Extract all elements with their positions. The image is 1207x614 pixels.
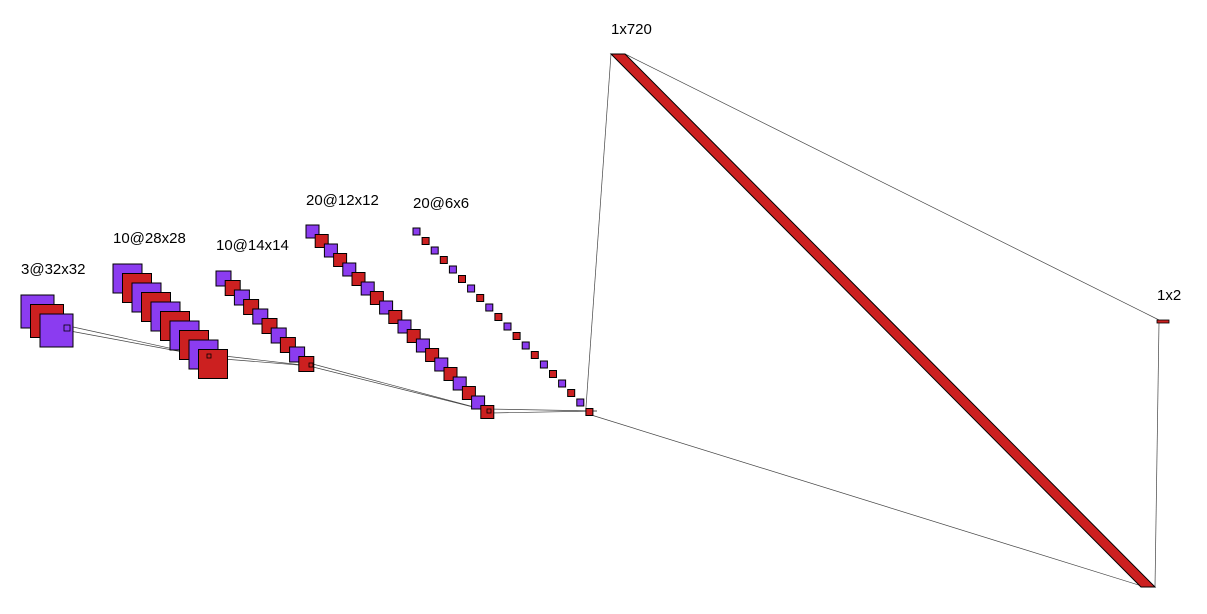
link-fc1-to-fc2-bottom: [1154, 322, 1160, 588]
feature-map-pool2-7: [467, 284, 476, 293]
feature-map-pool2-20: [585, 408, 594, 416]
label-input: 3@32x32: [21, 261, 85, 278]
feature-map-pool2-19: [576, 398, 585, 407]
feature-map-pool2-15: [539, 360, 548, 369]
kernel-window-conv2: [486, 408, 492, 414]
link-fc1-to-fc2-top: [624, 53, 1160, 321]
dense-layer-fc1: [609, 53, 1157, 588]
kernel-window-input: [63, 324, 71, 332]
label-fc2: 1x2: [1157, 287, 1181, 304]
feature-map-pool2-18: [567, 389, 576, 397]
feature-map-pool2-9: [485, 303, 494, 312]
dense-layer-fc2: [1156, 319, 1170, 324]
feature-maps: [20, 224, 594, 419]
feature-map-pool2-12: [512, 332, 521, 340]
label-conv2: 20@12x12: [306, 192, 379, 209]
feature-map-pool2-4: [439, 256, 448, 264]
feature-map-conv1-10: [198, 349, 228, 379]
label-pool1: 10@14x14: [216, 237, 289, 254]
kernel-window-pool1: [308, 362, 314, 368]
connection-lines: [63, 53, 1160, 588]
feature-map-pool2-3: [430, 246, 439, 255]
label-pool2: 20@6x6: [413, 195, 469, 212]
link-conv2-to-pool2-b: [490, 410, 598, 414]
feature-map-pool2-11: [503, 322, 512, 331]
feature-map-pool2-16: [549, 370, 557, 378]
feature-map-pool2-17: [558, 379, 567, 388]
feature-map-pool2-10: [494, 313, 503, 321]
feature-map-pool2-14: [530, 351, 539, 359]
link-pool2-to-fc1-bottom: [592, 415, 1146, 588]
feature-map-pool1-10: [298, 356, 315, 372]
link-pool1-to-conv2-b: [312, 366, 490, 412]
kernel-window-conv1: [206, 353, 212, 359]
feature-map-pool2-13: [521, 341, 530, 350]
link-pool2-to-fc1-top: [585, 53, 612, 409]
feature-map-input-3: [39, 313, 74, 348]
feature-map-pool2-2: [421, 237, 430, 245]
label-conv1: 10@28x28: [113, 230, 186, 247]
feature-map-pool2-6: [458, 275, 466, 283]
label-fc1: 1x720: [611, 21, 652, 38]
link-conv2-to-pool2-a: [486, 408, 598, 412]
layer-labels: 3@32x32 10@28x28 10@14x14 20@12x12 20@6x…: [21, 21, 1181, 304]
dense-layers: [609, 53, 1170, 588]
feature-map-pool2-8: [476, 294, 485, 302]
feature-map-pool2-5: [448, 265, 457, 274]
feature-map-pool2-1: [412, 227, 421, 236]
link-pool1-to-conv2-a: [308, 362, 490, 412]
